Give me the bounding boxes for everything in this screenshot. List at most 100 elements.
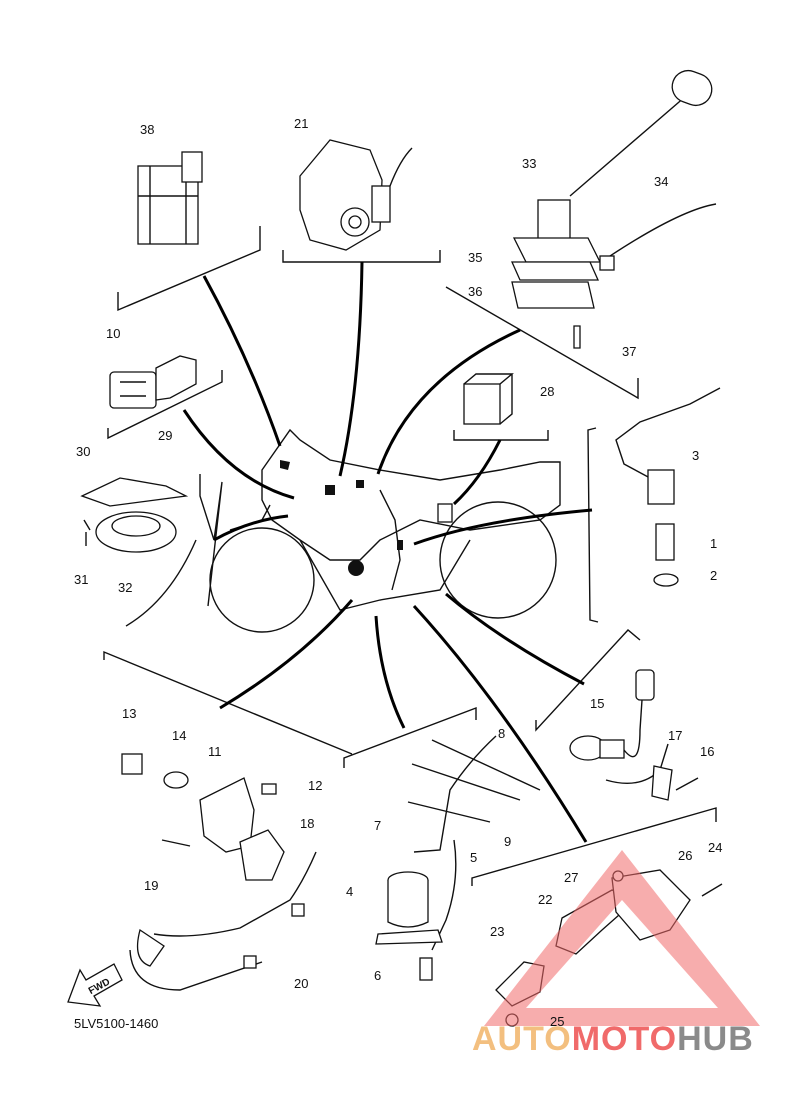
leader-21 [338,261,364,477]
motorcycle-frame-lower [299,539,471,611]
part-number-17: 17 [668,728,682,743]
part-10-sensor [109,355,197,409]
part-number-14: 14 [172,728,186,743]
fwd-arrow: FWD [67,963,123,1007]
part-number-34: 34 [654,174,668,189]
watermark-moto: MOTO [571,1020,678,1058]
part-30-horn [80,477,197,627]
part-5-wire [431,839,457,951]
part-6-bolt [419,957,433,981]
part-20-clip [291,903,305,917]
part-11-assembly [121,753,317,991]
leader-15 [445,592,585,686]
leader-3 [413,508,593,546]
part-number-24: 24 [708,840,722,855]
part-24-bolt [701,883,723,897]
switch-housing [299,139,383,251]
body-component [437,503,453,523]
part-number-36: 36 [468,284,482,299]
part-number-18: 18 [300,816,314,831]
bracket-8 [343,706,477,768]
leader-lines [182,261,593,843]
part-number-6: 6 [374,968,381,983]
part-21-switch [299,139,413,251]
part-number-labels: 1 2 3 4 5 6 7 8 9 10 11 12 13 14 15 16 1… [74,116,722,1029]
part-number-20: 20 [294,976,308,991]
part-number-12: 12 [308,778,322,793]
leader-29 [213,514,289,542]
part-number-23: 23 [490,924,504,939]
part-number-9: 9 [504,834,511,849]
motorcycle-body [261,428,561,561]
watermark-hub: HUB [677,1020,754,1058]
part-32-tie [125,539,197,627]
part-number-3: 3 [692,448,699,463]
leader-8 [374,615,406,729]
front-fork [229,504,271,531]
reference-code: 5LV5100-1460 [74,1016,159,1031]
part-number-25: 25 [550,1014,564,1029]
part-number-30: 30 [76,444,90,459]
bracket-33 [445,286,639,400]
part-12-cap [261,783,277,795]
bracket-22 [471,807,717,886]
part-number-10: 10 [106,326,120,341]
part-4-assembly [375,735,541,981]
leader-38 [202,275,282,447]
leader-11 [219,599,354,710]
part-number-31: 31 [74,572,88,587]
watermark-logo [484,850,760,1026]
watermark-auto: AUTO [472,1020,572,1058]
part-1-plug [655,523,675,561]
part-14-washer [163,771,189,789]
rear-wheel [439,501,557,619]
bracket-11 [103,650,353,755]
part-number-4: 4 [346,884,353,899]
part-number-8: 8 [498,726,505,741]
float [671,69,713,107]
part-number-7: 7 [374,818,381,833]
bracket-21 [282,250,441,263]
part-18-unit [239,829,285,881]
front-wheel [209,527,315,633]
part-8-ties [407,739,541,823]
part-number-15: 15 [590,696,604,711]
part-15-sensor [569,669,699,801]
component-markers [280,460,403,576]
part-number-29: 29 [158,428,172,443]
leader-10 [182,409,295,500]
part-number-2: 2 [710,568,717,583]
part-28-relay [463,373,514,425]
leader-22 [412,604,588,843]
part-31-bolt [83,519,91,546]
watermark-text: AUTOMOTOHUB [472,1020,754,1059]
part-number-27: 27 [564,870,578,885]
part-number-33: 33 [522,156,536,171]
part-13-bolt [121,753,143,775]
leader-33 [376,328,521,475]
part-number-28: 28 [540,384,554,399]
bracket-28 [453,430,549,441]
horn-bracket [80,477,189,507]
part-17-bracket [651,765,673,801]
part-38-relay [137,151,203,245]
part-number-13: 13 [122,706,136,721]
part-33-fuel-sender [510,69,717,349]
part-2-washer [653,573,679,587]
motorcycle-outline [209,428,561,633]
part-37-screw [573,325,581,349]
part-16-screw [675,777,699,791]
part-number-38: 38 [140,122,154,137]
part-number-37: 37 [622,344,636,359]
part-19-screw [161,839,191,847]
part-number-26: 26 [678,848,692,863]
part-4-unit [387,880,429,928]
part-number-22: 22 [538,892,552,907]
part-number-16: 16 [700,744,714,759]
bracket-3 [587,427,599,623]
part-number-11: 11 [208,744,222,759]
part-number-35: 35 [468,250,482,265]
bracket-38 [117,226,261,312]
